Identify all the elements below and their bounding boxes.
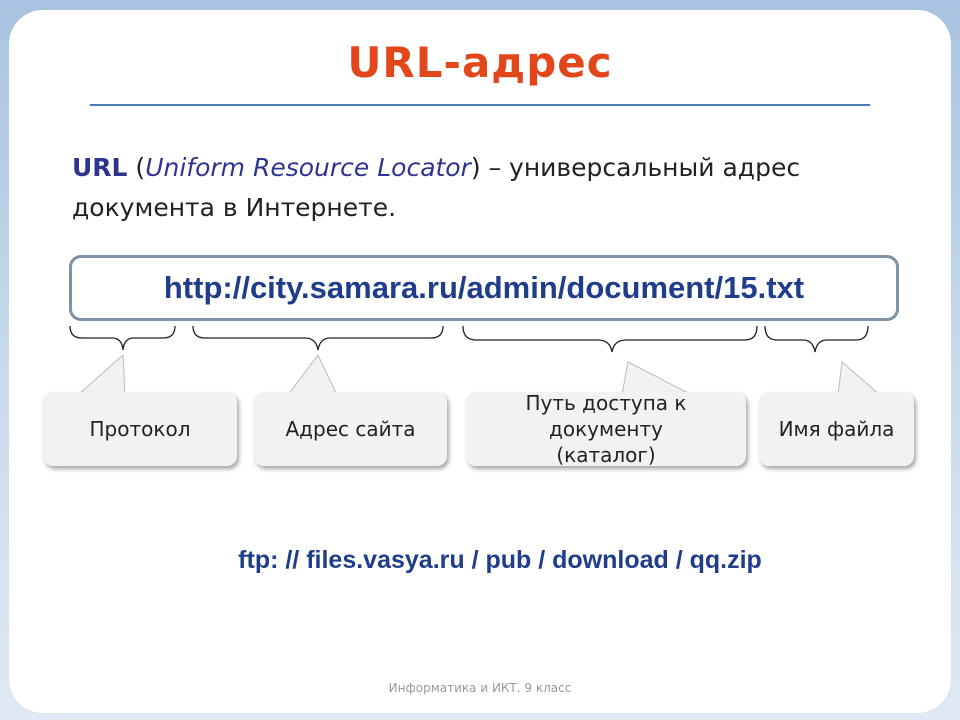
example-url-box: http://city.samara.ru/admin/document/15.… [69, 255, 899, 321]
callout-filename: Имя файла [759, 392, 914, 466]
brace-filename [764, 325, 869, 353]
title-divider [90, 104, 870, 106]
footer: Информатика и ИКТ. 9 класс [388, 681, 572, 695]
pointer-filename [837, 361, 882, 396]
slide [9, 10, 951, 713]
callout-host: Адрес сайта [254, 392, 447, 466]
slide-title: URL-адрес [347, 38, 613, 87]
open-paren: ( [127, 153, 146, 182]
ftp-example: ftp: // files.vasya.ru / pub / download … [238, 546, 762, 574]
brace-protocol [69, 325, 176, 351]
brace-host [192, 325, 444, 351]
callout-protocol: Протокол [43, 392, 237, 466]
brace-path [462, 325, 758, 353]
callout-path: Путь доступа к документу (каталог) [466, 391, 746, 467]
term-expansion: Uniform Resource Locator [145, 153, 471, 182]
term: URL [72, 153, 128, 182]
definition-rest: ) – универсальный адрес документа в Инте… [72, 153, 801, 222]
pointer-protocol [76, 353, 126, 396]
definition-text: URL (Uniform Resource Locator) – универс… [72, 148, 872, 228]
pointer-host [287, 354, 338, 396]
